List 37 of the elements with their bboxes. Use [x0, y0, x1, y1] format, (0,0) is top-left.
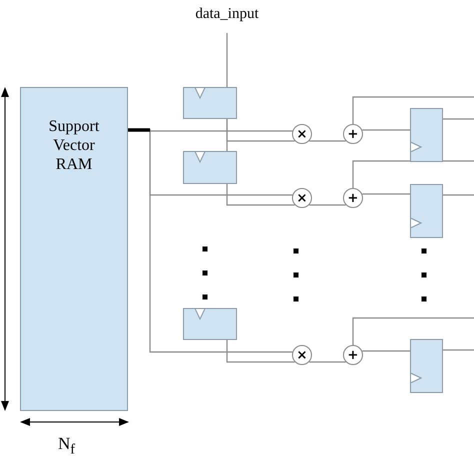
- operator-symbol: ×: [296, 192, 308, 204]
- operator-symbol: +: [348, 128, 358, 140]
- operator-circle: [292, 124, 312, 144]
- wire: [362, 350, 410, 352]
- wire: [226, 184, 295, 206]
- operator-symbol: ×: [296, 348, 308, 362]
- wire: [362, 129, 410, 131]
- signal-label: data_input: [180, 6, 274, 23]
- accumulator-register-box: [410, 184, 443, 238]
- operator-circle: [343, 188, 363, 208]
- accumulator-register-box: [410, 108, 443, 162]
- dimension-label: N$_{f}$: [58, 434, 75, 458]
- wire: [443, 118, 474, 120]
- wire: [309, 204, 346, 206]
- shift-register-box: [183, 87, 237, 119]
- wire: [352, 317, 474, 345]
- wire: [309, 361, 346, 363]
- block-title: Support Vector RAM: [48, 117, 100, 174]
- wire: [362, 193, 410, 195]
- operator-symbol: ×: [296, 128, 308, 140]
- memory-block: [20, 87, 128, 411]
- accumulator-register-box: [410, 339, 443, 393]
- wire: [226, 119, 295, 142]
- wire: [309, 140, 346, 142]
- wire: [443, 194, 474, 196]
- wire: [352, 96, 474, 124]
- shift-register-box: [183, 308, 237, 340]
- operator-circle: [343, 345, 363, 365]
- shift-register-box: [183, 151, 237, 184]
- operator-symbol: +: [348, 192, 358, 204]
- operator-circle: [292, 345, 312, 365]
- wire: [443, 349, 474, 351]
- operator-circle: [292, 188, 312, 208]
- operator-symbol: +: [348, 348, 358, 362]
- wire: [226, 340, 295, 363]
- wire: [226, 33, 228, 87]
- operator-circle: [343, 124, 363, 144]
